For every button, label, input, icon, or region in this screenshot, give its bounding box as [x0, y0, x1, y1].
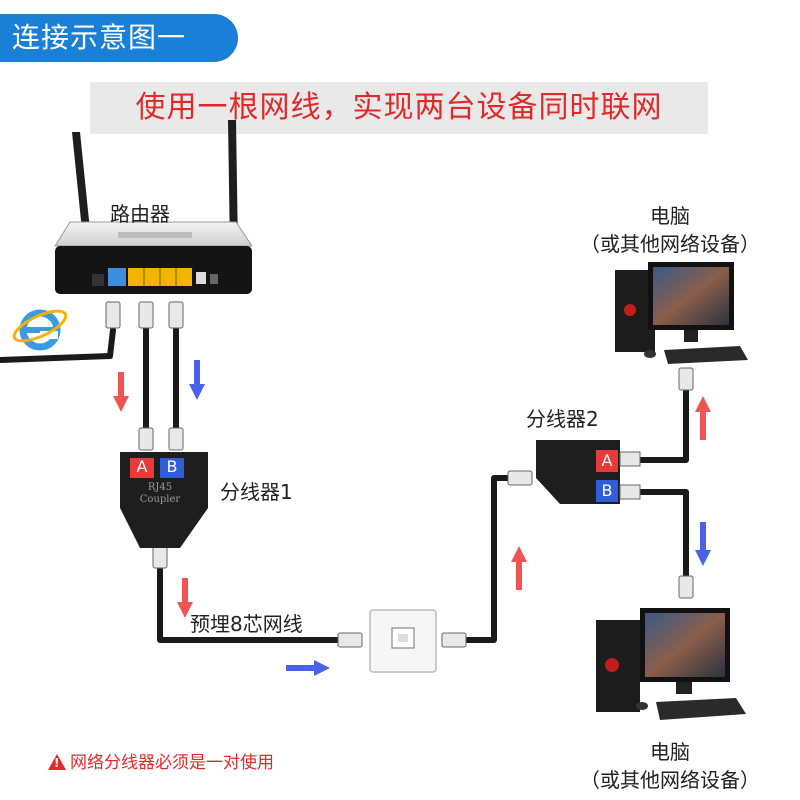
- splitter2-label: 分线器2: [526, 407, 599, 431]
- banner-caption: 使用一根网线，实现两台设备同时联网: [90, 82, 708, 134]
- splitter1-body-text-1: RJ45: [147, 482, 173, 493]
- router-label: 路由器: [110, 202, 170, 226]
- pc-top-label-line2: （或其他网络设备）: [580, 232, 760, 256]
- cable-lines: [0, 322, 689, 643]
- pc-bottom-label-line1: 电脑: [650, 740, 690, 764]
- splitter1-port-b: B: [166, 457, 178, 476]
- splitter-2: [536, 440, 641, 504]
- splitter1-body-text-2: Coupler: [139, 494, 181, 505]
- warning-icon: [48, 754, 66, 770]
- internet-explorer-icon: [12, 309, 68, 351]
- warning-note: 网络分线器必须是一对使用: [48, 748, 274, 773]
- page-title: 连接示意图一: [0, 14, 238, 62]
- router-icon: [54, 120, 253, 294]
- splitter2-port-a: A: [601, 451, 613, 470]
- desktop-computer-icon: [615, 262, 748, 364]
- flow-arrows: [113, 360, 711, 676]
- splitter1-port-a: A: [136, 457, 148, 476]
- pc-top-label-line1: 电脑: [650, 204, 690, 228]
- splitter2-port-b: B: [601, 481, 613, 500]
- desktop-computer-icon-2: [596, 608, 746, 720]
- splitter-1: [120, 452, 208, 548]
- wall-socket-icon: [369, 609, 437, 673]
- warning-text: 网络分线器必须是一对使用: [70, 753, 274, 773]
- pc-bottom-label-line2: （或其他网络设备）: [580, 768, 760, 792]
- cable-label: 预埋8芯网线: [190, 612, 303, 636]
- splitter1-label: 分线器1: [220, 480, 293, 504]
- rj45-plug-icon: [105, 301, 694, 648]
